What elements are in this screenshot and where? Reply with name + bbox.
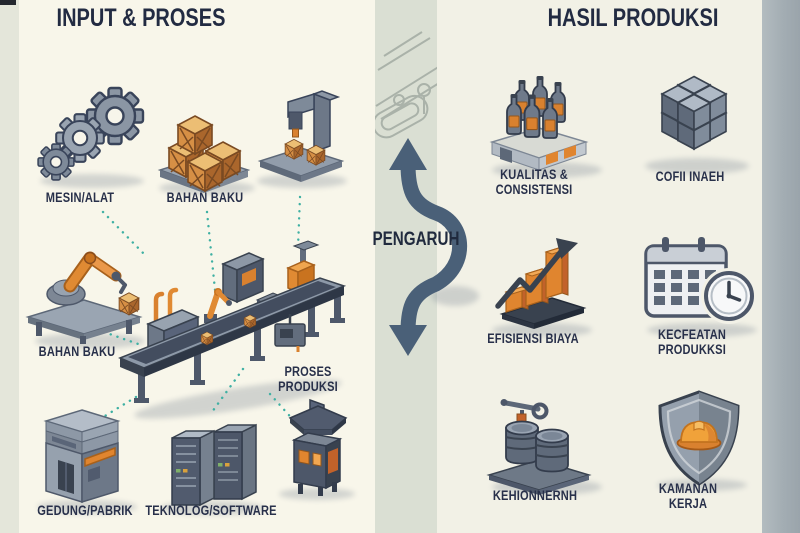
label-kecepatan-produksi: KECFEATAN PRODUKKSI [657,327,727,358]
factory-building-icon [43,409,121,504]
wooden-crates-icon [157,115,251,193]
center-strip-background [375,0,437,533]
assembly-line-icon [118,240,347,403]
calendar-clock-icon [644,237,757,324]
left-page-edge [0,0,19,533]
gears-icon [37,86,145,181]
circuit-sketch-decoration [375,31,437,139]
label-mesin-alat: MESIN/ALAT [45,190,115,205]
barrels-valve-icon [486,399,592,495]
center-pengaruh-label: PENGARUH [372,229,460,250]
furnace-machine-icon [288,398,348,496]
corner-mark [0,0,16,5]
shield-hardhat-icon [658,390,740,486]
label-kehionnernh: KEHIONNERNH [492,488,578,503]
label-gedung-pabrik: GEDUNG/PABRIK [37,503,133,518]
label-proses-produksi: PROSES PRODUKSI [278,364,338,395]
label-cofii-inaeh: COFII INAEH [655,169,725,184]
stacked-blocks-icon [661,75,727,150]
growth-bar-chart-icon [495,238,587,329]
two-way-curved-arrow-icon [389,138,467,356]
label-efisiensi-biaya: EFISIENSI BIAYA [487,331,579,346]
bottles-on-platform-icon [489,75,589,171]
dotted-connector-lines [98,195,302,425]
label-bahan-baku-crates: BAHAN BAKU [166,190,244,205]
left-panel-title: INPUT & PROSES [56,4,226,32]
server-racks-icon [171,423,257,507]
label-teknolog-software: TEKNOLOG/SOFTWARE [145,503,277,518]
label-kualitas-konsistensi: KUALITAS & CONSISTENSI [495,167,573,198]
right-panel-title: HASIL PRODUKSI [547,4,719,32]
right-page-edge [762,0,800,533]
label-bahan-baku-robot: BAHAN BAKU [38,344,116,359]
label-keamanan-kerja: KAMANAN KERJA [658,481,718,512]
drill-press-machine-icon [257,90,345,182]
robot-arm-icon [25,251,143,344]
